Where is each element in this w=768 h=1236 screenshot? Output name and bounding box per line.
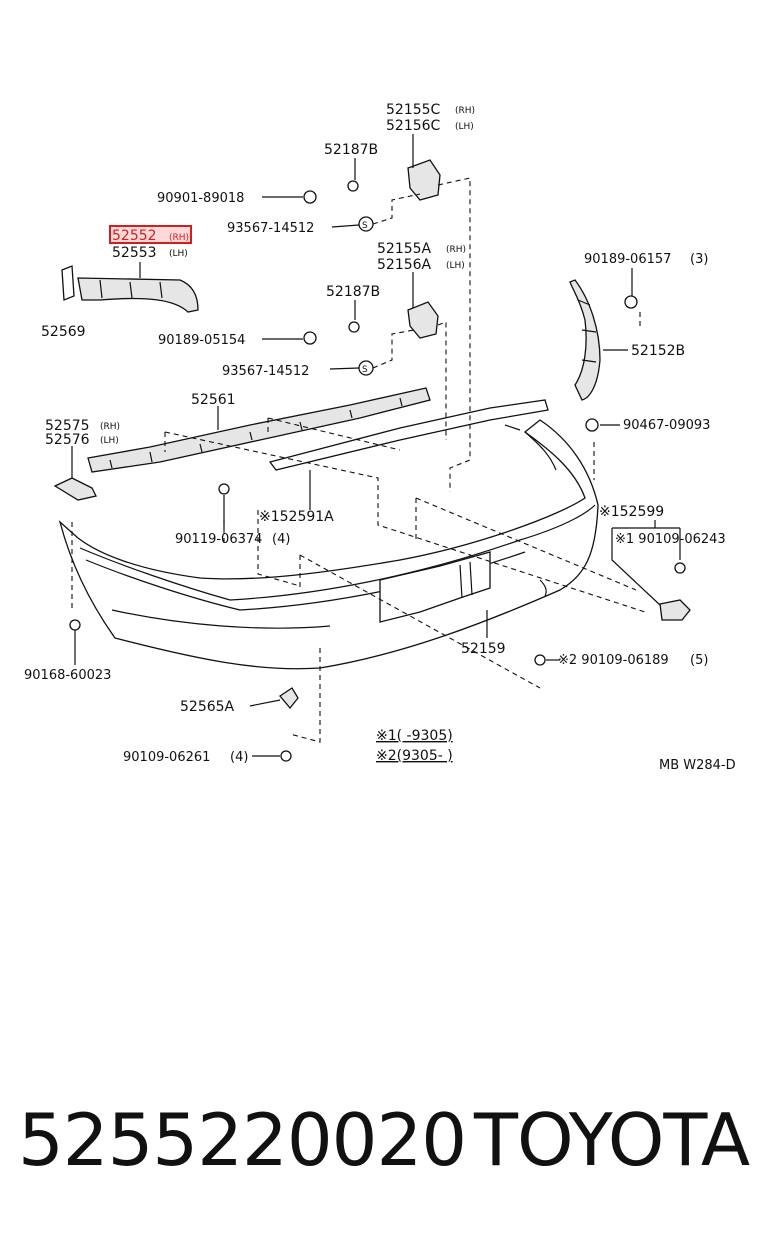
label-52155a: 52155A: [377, 241, 432, 257]
label-90109-06261: 90109-06261: [123, 750, 210, 765]
retainer-52561: [87, 387, 431, 473]
leader-lines: [71, 134, 681, 757]
bracket-52155a: [407, 301, 439, 339]
strip-152591a: [268, 399, 549, 471]
retainer-52152b: [569, 279, 601, 401]
labels: 52155C (RH) 52156C (LH) 52187B 90901-890…: [24, 102, 736, 773]
dashed-lines: [71, 177, 646, 743]
label-152591a: ※152591A: [259, 509, 334, 525]
note-1: ※1( -9305): [376, 728, 453, 744]
label-93567-top: 93567-14512: [227, 221, 314, 236]
label-52156c-side: (LH): [455, 122, 474, 132]
label-52155c: 52155C: [386, 102, 441, 118]
bumper-cover: [58, 419, 599, 670]
label-52155a-side: (RH): [446, 245, 466, 255]
bracket-52575: [53, 477, 97, 501]
label-52152b: 52152B: [631, 343, 685, 359]
label-52565a: 52565A: [180, 699, 235, 715]
label-52575-side: (RH): [100, 422, 120, 432]
label-52575: 52575: [45, 418, 90, 434]
label-90119-qty: (4): [272, 532, 290, 547]
label-93567-mid: 93567-14512: [222, 364, 309, 379]
brand-name: TOYOTA: [474, 1098, 750, 1182]
label-90189-06157: 90189-06157: [584, 252, 671, 267]
footer: 5255220020 TOYOTA: [0, 1090, 768, 1190]
label-52553: 52553: [112, 245, 157, 261]
label-52552-side: (RH): [169, 233, 189, 243]
label-52156c: 52156C: [386, 118, 441, 134]
label-152599: ※152599: [599, 504, 664, 520]
label-90119: 90119-06374: [175, 532, 262, 547]
label-90109-06261-qty: (4): [230, 750, 248, 765]
fasteners: S S: [69, 180, 691, 762]
bracket-52552: [77, 277, 199, 313]
parts-diagram: S S: [24, 102, 736, 773]
label-90189-05154: 90189-05154: [158, 333, 245, 348]
label-90168: 90168-60023: [24, 668, 111, 683]
part-number: 5255220020: [18, 1098, 467, 1182]
label-52187b-mid: 52187B: [326, 284, 380, 300]
svg-text:S: S: [362, 365, 368, 375]
label-52156a-side: (LH): [446, 261, 465, 271]
label-52156a: 52156A: [377, 257, 432, 273]
label-52561: 52561: [191, 392, 236, 408]
reference-code: MB W284-D: [659, 758, 736, 773]
bracket-52155c: [407, 159, 441, 201]
label-52187b-top: 52187B: [324, 142, 378, 158]
label-52576: 52576: [45, 432, 90, 448]
label-90109-06189: ※2 90109-06189: [558, 653, 669, 668]
label-52155c-side: (RH): [455, 106, 475, 116]
label-90109-06243: ※1 90109-06243: [615, 532, 726, 547]
label-52159: 52159: [461, 641, 506, 657]
highlight-52552: [109, 225, 192, 244]
label-52569: 52569: [41, 324, 86, 340]
svg-text:S: S: [362, 221, 368, 231]
label-90189-06157-qty: (3): [690, 252, 708, 267]
label-90901: 90901-89018: [157, 191, 244, 206]
label-52552: 52552: [112, 228, 157, 244]
note-2: ※2(9305- ): [376, 748, 453, 764]
label-90109-06189-qty: (5): [690, 653, 708, 668]
label-90467: 90467-09093: [623, 418, 710, 433]
label-52553-side: (LH): [169, 249, 188, 259]
piece-52569: [61, 265, 75, 301]
label-52576-side: (LH): [100, 436, 119, 446]
